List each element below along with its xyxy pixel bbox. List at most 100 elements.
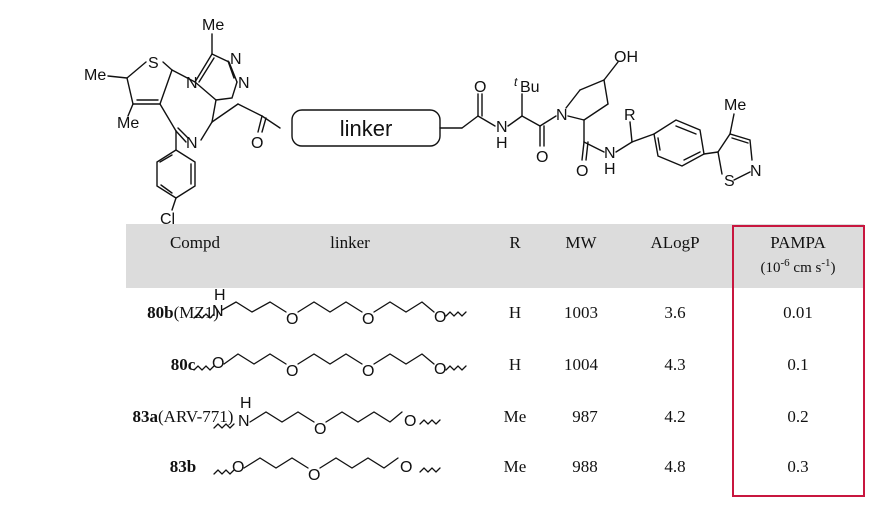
atom-me-thiazole: Me: [724, 97, 746, 114]
row-1-mw: 1003: [564, 303, 598, 322]
linker-4-atom-o1: O: [308, 467, 320, 484]
atom-r: R: [624, 107, 636, 124]
atom-n-thiazole: N: [750, 163, 762, 180]
linker-4-wavy-right: [419, 467, 441, 473]
linker-1-chain-a: [221, 301, 287, 313]
linker-1-atom-o2: O: [362, 311, 374, 328]
row-4-r: Me: [503, 457, 527, 476]
atom-s-thiophene: S: [148, 55, 159, 72]
header-mw: MW: [565, 233, 597, 252]
linker-3-chain-a: [249, 411, 315, 423]
linker-1-atom-o1: O: [286, 311, 298, 328]
row-4-compd-id: 83b: [169, 457, 197, 476]
vhl-ligand-bonds: [439, 61, 753, 181]
table-header-background: [126, 224, 864, 288]
linker-3-atom-h: H: [240, 395, 252, 412]
header-r: R: [509, 233, 521, 252]
pampa-unit-part-c: ): [830, 260, 836, 276]
row-4-mw: 988: [572, 457, 598, 476]
linker-1-atom-n: N: [212, 303, 224, 320]
linker-1-atom-o3: O: [434, 309, 446, 326]
row-4-alogp: 4.8: [664, 457, 686, 476]
atom-h-amide-3: H: [604, 161, 616, 178]
row-2-compd: 80c: [118, 355, 248, 375]
pampa-unit-exp-2: -1: [821, 257, 831, 269]
linker-3-wavy-right: [419, 419, 441, 425]
linker-2-wavy-left: [193, 365, 215, 371]
header-compd: Compd: [169, 233, 221, 252]
row-linker-structures: [193, 301, 467, 475]
linker-3-atom-o1: O: [314, 421, 326, 438]
linker-3-chain-b: [325, 411, 403, 423]
row-4-pampa: 0.3: [787, 457, 809, 476]
row-1-compd-alias: (MZ1): [173, 303, 219, 322]
atom-n-triazole-1: N: [230, 51, 242, 68]
atom-me-left: Me: [84, 67, 106, 84]
row-1-compd: 80b(MZ1): [118, 303, 248, 323]
atom-n-pyrrolidine: N: [556, 107, 568, 124]
row-3-alogp: 4.2: [664, 407, 686, 426]
linker-box-label: linker: [340, 116, 393, 141]
linker-3-atom-n: N: [238, 413, 250, 430]
row-1-r: H: [508, 303, 522, 322]
atom-h-amide-1: H: [496, 135, 508, 152]
linker-2-atom-o3: O: [434, 361, 446, 378]
jq1-core-bonds: [107, 33, 281, 211]
atom-me-thiophene: Me: [117, 115, 139, 132]
linker-4-wavy-left: [213, 469, 235, 475]
linker-2-atom-o1: O: [286, 363, 298, 380]
row-2-r: H: [508, 355, 522, 374]
atom-labels: Me Me Me S N N N N O Cl O N H t Bu O N O…: [84, 17, 762, 228]
pampa-unit-exp-1: -6: [780, 257, 790, 269]
row-3-r: Me: [503, 407, 527, 426]
atom-s-thiazole: S: [724, 173, 735, 190]
atom-o-amide-1: O: [474, 79, 486, 96]
atom-n-triazole-2: N: [238, 75, 250, 92]
atom-me-top: Me: [202, 17, 224, 34]
pampa-unit-part-a: (10: [760, 260, 781, 276]
row-2-pampa: 0.1: [787, 355, 809, 374]
atom-tbu-t: t: [514, 75, 518, 89]
pampa-unit-part-b: cm s: [789, 260, 822, 276]
linker-4-chain-b: [319, 457, 399, 469]
atom-n-diazepine-1: N: [186, 75, 198, 92]
row-2-alogp: 4.3: [664, 355, 686, 374]
linker-1-wavy-left: [193, 313, 215, 319]
pampa-highlight-box: [732, 225, 865, 497]
row-3-compd-alias: (ARV-771): [158, 407, 234, 426]
linker-2-chain-b: [297, 353, 363, 365]
row-3-pampa: 0.2: [787, 407, 809, 426]
atom-oh: OH: [614, 49, 638, 66]
row-2-mw: 1004: [564, 355, 598, 374]
linker-2-wavy-right: [445, 365, 467, 371]
linker-1-wavy-right: [445, 311, 467, 317]
atom-cl: Cl: [160, 211, 175, 228]
row-3-compd: 83a(ARV-771): [112, 407, 254, 427]
row-linker-atom-labels: N H O O O O O O O N H O O O O O: [212, 287, 446, 484]
linker-1-chain-b: [297, 301, 363, 313]
linker-4-atom-o0: O: [232, 459, 244, 476]
row-4-compd: 83b: [118, 457, 248, 477]
linker-4-atom-o2: O: [400, 459, 412, 476]
row-1-pampa: 0.01: [783, 303, 813, 322]
row-1-compd-id: 80b: [147, 303, 174, 322]
atom-o-amide-2: O: [536, 149, 548, 166]
row-2-compd-id: 80c: [170, 355, 196, 374]
row-1-alogp: 3.6: [664, 303, 686, 322]
row-3-mw: 987: [572, 407, 598, 426]
linker-2-chain-c: [373, 353, 435, 365]
header-pampa: PAMPA: [770, 233, 826, 252]
linker-1-chain-c: [373, 301, 435, 313]
atom-o-ketone: O: [251, 135, 263, 152]
linker-2-atom-o2: O: [362, 363, 374, 380]
header-alogp: ALogP: [650, 233, 700, 252]
linker-1-atom-h: H: [214, 287, 226, 304]
linker-3-atom-o2: O: [404, 413, 416, 430]
row-3-compd-id: 83a: [132, 407, 159, 426]
header-pampa-unit: (10-6 cm s-1): [738, 257, 858, 277]
atom-o-amide-3: O: [576, 163, 588, 180]
atom-n-amide-1: N: [496, 119, 508, 136]
linker-3-wavy-left: [213, 423, 235, 429]
atom-tbu-bu: Bu: [520, 79, 540, 96]
